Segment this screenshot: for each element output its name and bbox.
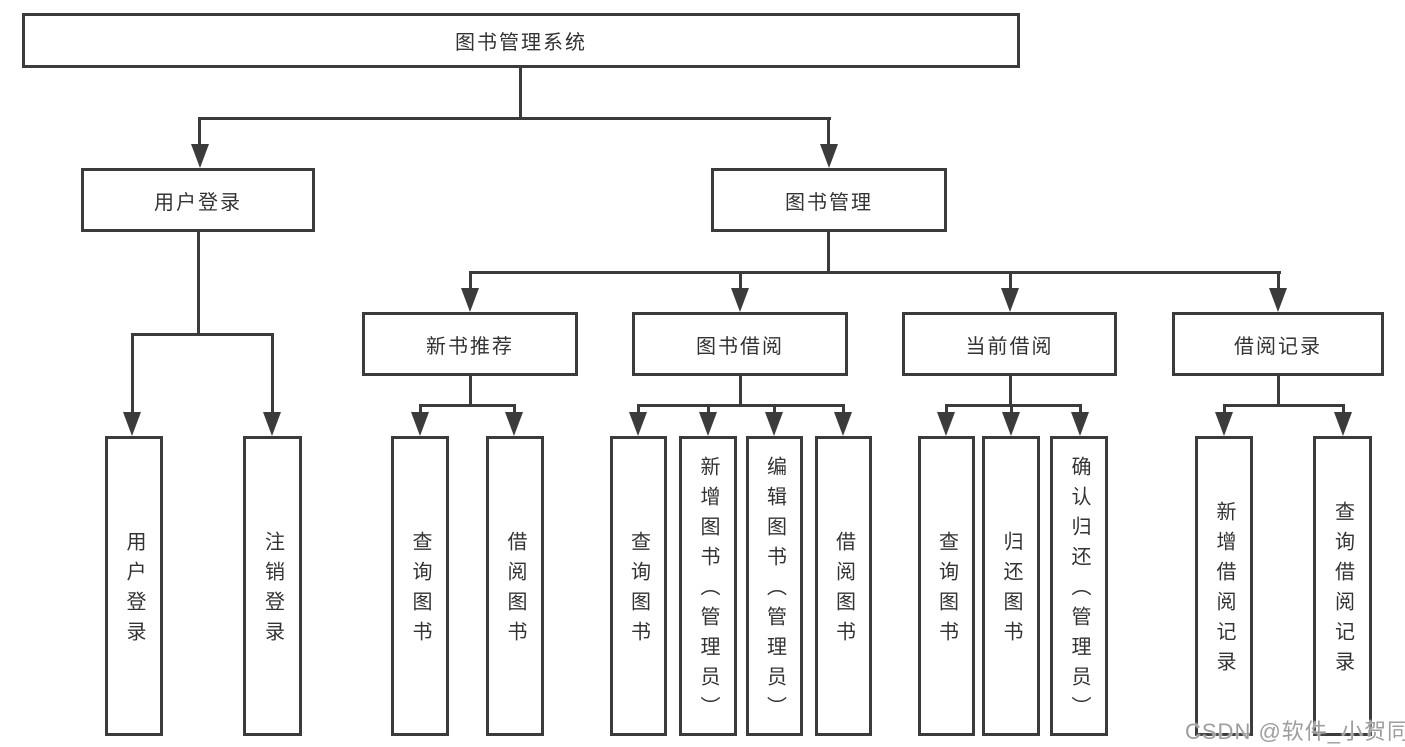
node-user-login: 用户登录 [81,168,315,232]
leaf-label: 查询借阅记录 [1331,501,1354,681]
connector-borrow-bus [637,404,844,407]
node-current-borrow: 当前借阅 [902,312,1117,376]
arrowhead-to-new-book-recommend [461,288,479,312]
leaf-borrow-borrow-books: 借阅图书 [815,436,872,736]
leaf-user-login: 用户登录 [105,436,163,736]
arrowhead-to-book-borrow [731,288,749,312]
connector-to-current-query [945,404,948,414]
node-label: 图书管理 [785,191,873,214]
arrowhead-to-leaf-user-login [123,412,141,436]
leaf-current-return-books: 归还图书 [982,436,1040,736]
arrowhead-to-recommend-query [411,412,429,436]
leaf-record-query-borrow-record: 查询借阅记录 [1313,436,1372,736]
node-label: 图书管理系统 [455,32,587,54]
node-label: 图书借阅 [696,335,784,358]
node-library-management-system: 图书管理系统 [22,13,1020,68]
arrowhead-to-borrow-query [629,412,647,436]
leaf-label: 归还图书 [1000,531,1022,651]
leaf-label: 查询图书 [409,531,431,651]
leaf-logout: 注销登录 [243,436,302,736]
arrowhead-to-record-add [1215,412,1233,436]
leaf-label: 新增借阅记录 [1213,501,1235,681]
connector-to-borrow-borrow [842,404,845,414]
arrowhead-to-record-query [1334,412,1352,436]
connector-user-login-stub [197,232,200,336]
connector-recommend-stub [469,376,472,407]
arrowhead-to-book-management [820,144,838,168]
leaf-record-add-borrow-record: 新增借阅记录 [1195,436,1253,736]
node-label: 新书推荐 [426,335,514,358]
leaf-current-confirm-return-admin: 确认归还（管理员） [1050,436,1108,736]
connector-record-stub [1277,376,1280,407]
connector-to-current-return [1010,404,1013,414]
node-new-book-recommend: 新书推荐 [362,312,578,376]
connector-to-book-borrow [739,271,742,289]
node-label: 借阅记录 [1234,335,1322,358]
connector-to-book-management [827,117,830,147]
connector-to-current-borrow [1009,271,1012,289]
arrowhead-to-borrow-edit [765,412,783,436]
arrowhead-to-current-query [937,412,955,436]
leaf-label: 编辑图书（管理员） [763,456,786,726]
connector-current-stub [1009,376,1012,407]
arrowhead-to-current-return [1002,412,1020,436]
connector-to-new-book-recommend [469,271,472,289]
connector-to-leaf-user-login [131,333,134,414]
arrowhead-to-current-confirm [1071,412,1089,436]
arrowhead-to-borrow-borrow [834,412,852,436]
connector-to-leaf-logout [271,333,274,414]
node-book-management: 图书管理 [711,168,947,232]
arrowhead-to-borrow-record [1269,288,1287,312]
connector-book-management-stub [827,232,830,274]
csdn-watermark: CSDN @软件_小贺同学 [1185,719,1405,744]
leaf-label: 查询图书 [935,531,958,651]
connector-level3-bus [469,271,1281,274]
leaf-label: 确认归还（管理员） [1068,456,1090,726]
arrowhead-to-current-borrow [1001,288,1019,312]
connector-current-bus [945,404,1081,407]
connector-to-borrow-query [637,404,640,414]
connector-borrow-stub [739,376,742,407]
connector-root-stub [519,68,522,120]
connector-record-bus [1223,404,1344,407]
connector-to-current-confirm [1079,404,1082,414]
leaf-borrow-add-books-admin: 新增图书（管理员） [679,436,737,736]
node-book-borrow: 图书借阅 [632,312,848,376]
leaf-label: 查询图书 [627,531,650,651]
connector-to-user-login [198,117,201,147]
arrowhead-to-user-login [191,144,209,168]
leaf-borrow-query-books: 查询图书 [610,436,667,736]
leaf-label: 新增图书（管理员） [697,456,719,726]
leaf-recommend-query-books: 查询图书 [391,436,449,736]
leaf-current-query-books: 查询图书 [918,436,975,736]
leaf-borrow-edit-books-admin: 编辑图书（管理员） [746,436,803,736]
connector-to-recommend-borrow [513,404,516,414]
node-borrow-record: 借阅记录 [1172,312,1384,376]
connector-recommend-bus [419,404,516,407]
connector-to-record-query [1342,404,1345,414]
connector-level2-bus [198,117,831,120]
leaf-label: 注销登录 [261,531,284,651]
connector-to-borrow-record [1277,271,1280,289]
connector-to-record-add [1223,404,1226,414]
leaf-label: 借阅图书 [504,531,526,651]
connector-to-borrow-add [707,404,710,414]
connector-user-login-bus [131,333,274,336]
arrowhead-to-recommend-borrow [505,412,523,436]
node-label: 当前借阅 [965,335,1054,358]
leaf-label: 借阅图书 [832,531,855,651]
connector-to-recommend-query [419,404,422,414]
arrowhead-to-leaf-logout [263,412,281,436]
connector-to-borrow-edit [773,404,776,414]
arrowhead-to-borrow-add [699,412,717,436]
node-label: 用户登录 [154,191,242,214]
leaf-label: 用户登录 [123,531,145,651]
leaf-recommend-borrow-books: 借阅图书 [486,436,544,736]
